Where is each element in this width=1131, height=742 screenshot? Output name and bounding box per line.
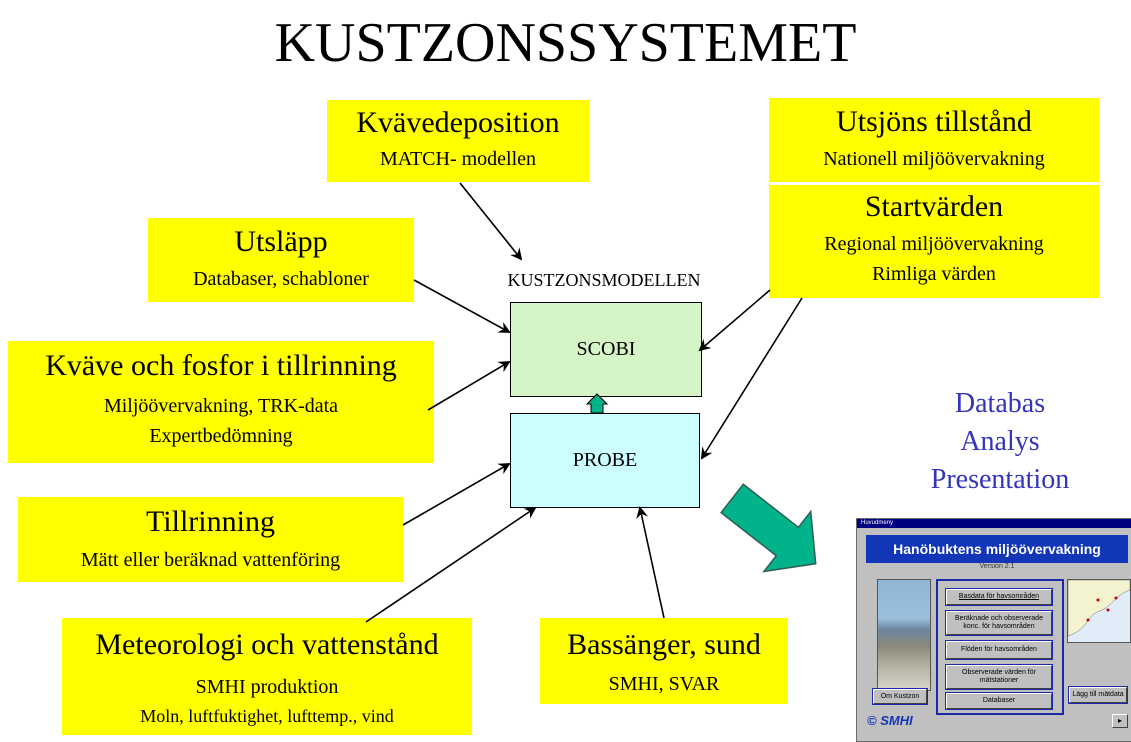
- startvarden-sub1: Regional miljöövervakning: [824, 233, 1044, 255]
- kvave-fosfor-box: Kväve och fosfor i tillrinning Miljööver…: [8, 341, 434, 463]
- utsjons-sub: Nationell miljöövervakning: [823, 148, 1045, 170]
- tillrinning-sub: Mätt eller beräknad vattenföring: [80, 549, 341, 571]
- floden-button[interactable]: Flöden för havsområden: [945, 640, 1053, 660]
- kvave-fosfor-sub2: Expertbedömning: [149, 425, 293, 447]
- utslapp-sub: Databaser, schabloner: [193, 268, 369, 290]
- startvarden-heading: Startvärden: [864, 190, 1004, 223]
- presentation-line: Presentation: [930, 464, 1070, 495]
- arrow-utslapp: [413, 279, 511, 333]
- app-banner: Hanöbuktens miljöövervakning: [866, 535, 1128, 563]
- tillrinning-box: Tillrinning Mätt eller beräknad vattenfö…: [18, 497, 403, 582]
- utsjons-box: Utsjöns tillstånd Nationell miljöövervak…: [769, 98, 1099, 182]
- kvave-fosfor-heading: Kväve och fosfor i tillrinning: [45, 349, 397, 382]
- startvarden-sub2: Rimliga värden: [872, 263, 996, 285]
- utslapp-heading: Utsläpp: [234, 225, 328, 258]
- bassanger-sub: SMHI, SVAR: [608, 673, 720, 695]
- databaser-button[interactable]: Databaser: [945, 692, 1053, 710]
- arrow-bassanger: [636, 506, 665, 619]
- exit-icon[interactable]: ▸: [1112, 714, 1128, 728]
- arrow-kvavedeposition: [459, 182, 523, 261]
- output-arrow: [720, 483, 817, 573]
- smhi-logo: © SMHI: [867, 713, 913, 728]
- map-thumbnail: [1067, 579, 1131, 643]
- coast-photo: [877, 579, 931, 691]
- meteorologi-sub1: SMHI produktion: [195, 676, 339, 698]
- kvave-fosfor-sub1: Miljöövervakning, TRK-data: [103, 395, 339, 417]
- database-line: Databas: [954, 388, 1046, 419]
- meteorologi-box: Meteorologi och vattenstånd SMHI produkt…: [62, 618, 472, 735]
- model-label: KUSTZONSMODELLEN: [507, 270, 701, 290]
- bassanger-box: Bassänger, sund SMHI, SVAR: [540, 618, 788, 704]
- utsjons-heading: Utsjöns tillstånd: [836, 105, 1032, 138]
- kvavedeposition-sub: MATCH- modellen: [379, 148, 537, 170]
- lagg-till-matdata-button[interactable]: Lägg till mätdata: [1068, 686, 1128, 704]
- kvavedeposition-box: Kvävedeposition MATCH- modellen: [327, 100, 589, 182]
- meteorologi-sub2: Moln, luftfuktighet, lufttemp., vind: [140, 706, 394, 726]
- startvarden-box: Startvärden Regional miljöövervakning Ri…: [769, 185, 1099, 298]
- observerade-button[interactable]: Observerade värden för mätstationer: [945, 664, 1053, 690]
- bassanger-heading: Bassänger, sund: [567, 628, 761, 661]
- probe-box: PROBE: [510, 413, 700, 508]
- app-screenshot: Huvudmeny Hanöbuktens miljöövervakning V…: [856, 518, 1131, 742]
- berakande-button[interactable]: Beräknade och observerade konc. för havs…: [945, 610, 1053, 636]
- tillrinning-heading: Tillrinning: [146, 505, 275, 538]
- arrow-tillrinning: [402, 463, 511, 526]
- page-title: KUSTZONSSYSTEMET: [274, 12, 857, 74]
- arrow-kvave-fosfor: [427, 360, 511, 411]
- arrow-meteorologi: [365, 506, 537, 623]
- utslapp-box: Utsläpp Databaser, schabloner: [148, 218, 414, 302]
- database-analysis-text: Databas Analys Presentation: [900, 385, 1100, 499]
- basdata-button[interactable]: Basdata för havsområden: [945, 588, 1053, 606]
- app-titlebar: Huvudmeny: [857, 519, 1131, 528]
- app-version: Version 2.1: [979, 563, 1015, 570]
- kvavedeposition-heading: Kvävedeposition: [356, 106, 560, 139]
- meteorologi-heading: Meteorologi och vattenstånd: [95, 628, 439, 661]
- arrow-startvarden-scobi: [698, 289, 771, 352]
- probe-to-scobi-arrow: [585, 393, 609, 414]
- arrow-startvarden-probe: [700, 297, 803, 460]
- app-menu-panel: Basdata för havsområden Beräknade och ob…: [936, 579, 1064, 715]
- analysis-line: Analys: [960, 426, 1040, 457]
- om-kustzon-button[interactable]: Om Kustzon: [872, 688, 928, 705]
